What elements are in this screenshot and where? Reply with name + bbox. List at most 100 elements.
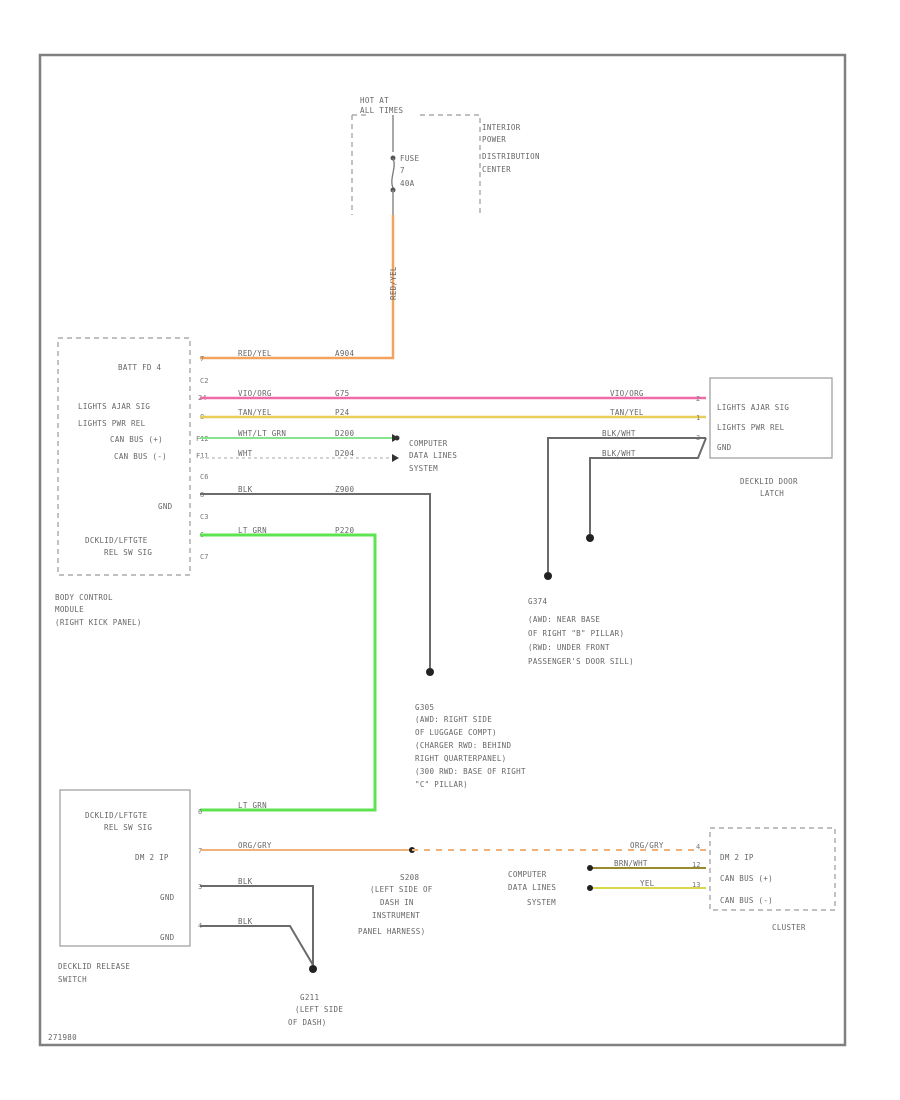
wire-vio-org-circuit: G75	[335, 389, 349, 398]
wire-blk-wht-latch: BLK/WHT BLK/WHT	[544, 429, 707, 580]
bcm-connector-c2: C2	[200, 377, 208, 385]
g374-line-5: PASSENGER'S DOOR SILL)	[528, 657, 634, 666]
wire-lt-grn-circuit: P220	[335, 526, 354, 535]
g374-line-4: (RWD: UNDER FRONT	[528, 643, 610, 652]
wire-tan-yel-label: TAN/YEL	[238, 408, 272, 417]
cluster-pin-dm2: DM 2 IP	[720, 853, 754, 862]
latch-pin-num-2: 1	[696, 414, 700, 422]
g305-ground-label: G305 (AWD: RIGHT SIDE OF LUGGAGE COMPT) …	[415, 703, 526, 789]
bcm-connector-c7: C7	[200, 553, 208, 561]
g305-line-6: (300 RWD: BASE OF RIGHT	[415, 767, 526, 776]
bcm-pin-can-plus: CAN BUS (+)	[110, 435, 163, 444]
s208-line-1: S208	[400, 873, 419, 882]
wire-lt-grn-switch-label: LT GRN	[238, 801, 267, 810]
bcm-name-2: MODULE	[55, 605, 84, 614]
latch-pin-gnd: GND	[717, 443, 732, 452]
bcm-name-1: BODY CONTROL	[55, 593, 113, 602]
bcm-pin-lights-ajar: LIGHTS AJAR SIG	[78, 402, 150, 411]
latch-pin-lights-pwr: LIGHTS PWR REL	[717, 423, 785, 432]
wire-vio-org-latch-label: VIO/ORG	[610, 389, 644, 398]
g305-line-5: RIGHT QUARTERPANEL)	[415, 754, 507, 763]
s208-line-4: INSTRUMENT	[372, 911, 420, 920]
bcm-connector-c6: C6	[200, 473, 208, 481]
s208-line-3: DASH IN	[380, 898, 414, 907]
wire-blk-label: BLK	[238, 485, 253, 494]
wire-yel-label: YEL	[640, 879, 655, 888]
g305-line-4: (CHARGER RWD: BEHIND	[415, 741, 511, 750]
cluster-name: CLUSTER	[772, 923, 806, 932]
wire-blk-wht-label-2: BLK/WHT	[602, 449, 636, 458]
wire-lt-grn: LT GRN P220 LT GRN	[200, 526, 377, 812]
bcm-pin-lights-pwr: LIGHTS PWR REL	[78, 419, 146, 428]
switch-pin-gnd-1: GND	[160, 893, 175, 902]
bcm-connector-c3: C3	[200, 513, 208, 521]
fuse-number: 7	[400, 166, 405, 175]
switch-pin-release-2: REL SW SIG	[104, 823, 152, 832]
latch-pin-lights-ajar: LIGHTS AJAR SIG	[717, 403, 789, 412]
cdl2-line-3: SYSTEM	[527, 898, 556, 907]
g374-line-3: OF RIGHT "B" PILLAR)	[528, 629, 624, 638]
fuse-label: FUSE	[400, 154, 419, 163]
wire-vio-org-label: VIO/ORG	[238, 389, 272, 398]
ground-icon	[426, 668, 434, 676]
ipdc-label-1: INTERIOR	[482, 123, 521, 132]
hot-label-2: ALL TIMES	[360, 106, 404, 115]
g374-line-2: (AWD: NEAR BASE	[528, 615, 600, 624]
wire-wht-lt-grn-circuit: D200	[335, 429, 354, 438]
wire-blk-switch-label-1: BLK	[238, 877, 253, 886]
wire-org-gry-cluster-label: ORG/GRY	[630, 841, 664, 850]
g374-line-1: G374	[528, 597, 547, 606]
wire-lt-grn-label: LT GRN	[238, 526, 267, 535]
wire-wht-circuit: D204	[335, 449, 354, 458]
switch-pin-gnd-2: GND	[160, 933, 175, 942]
decklid-door-latch: LIGHTS AJAR SIG LIGHTS PWR REL GND 2 1 3…	[696, 377, 833, 498]
wire-yel: YEL	[587, 879, 706, 891]
cluster-pin-num-2: 12	[692, 861, 700, 869]
g374-ground-label: G374 (AWD: NEAR BASE OF RIGHT "B" PILLAR…	[528, 597, 634, 666]
cdl1-line-3: SYSTEM	[409, 464, 438, 473]
g305-line-7: "C" PILLAR)	[415, 780, 468, 789]
wire-vio-org: VIO/ORG G75 VIO/ORG	[200, 389, 706, 400]
latch-name-1: DECKLID DOOR	[740, 477, 798, 486]
switch-pin-dm2: DM 2 IP	[135, 853, 169, 862]
switch-name-1: DECKLID RELEASE	[58, 962, 130, 971]
wire-blk-g211: BLK BLK	[200, 877, 317, 973]
bcm-pin-batt: BATT FD 4	[118, 363, 162, 372]
switch-pin-release-1: DCKLID/LFTGTE	[85, 811, 148, 820]
wire-blk-switch-label-2: BLK	[238, 917, 253, 926]
ground-icon	[544, 572, 552, 580]
wire-brn-wht-label: BRN/WHT	[614, 859, 648, 868]
bcm-pin-num-5: F11	[196, 452, 209, 460]
cdl1-line-2: DATA LINES	[409, 451, 457, 460]
wire-red-yel-label: RED/YEL	[238, 349, 272, 358]
g305-line-3: OF LUGGAGE COMPT)	[415, 728, 497, 737]
wire-red-yel-circuit: A904	[335, 349, 354, 358]
cdl1-line-1: COMPUTER	[409, 439, 448, 448]
arrow-icon	[392, 454, 399, 462]
bcm-name-3: (RIGHT KICK PANEL)	[55, 618, 142, 627]
computer-data-lines-2: COMPUTER DATA LINES SYSTEM	[508, 870, 556, 907]
bcm-pin-release-2: REL SW SIG	[104, 548, 152, 557]
cdl2-line-1: COMPUTER	[508, 870, 547, 879]
g211-ground-label: G211 (LEFT SIDE OF DASH)	[288, 993, 343, 1027]
hot-label-1: HOT AT	[360, 96, 389, 105]
instrument-cluster: DM 2 IP CAN BUS (+) CAN BUS (-) 4 12 13 …	[692, 827, 836, 932]
g305-line-1: G305	[415, 703, 434, 712]
cluster-pin-num-3: 13	[692, 881, 700, 889]
wire-wht-lt-grn-label: WHT/LT GRN	[238, 429, 286, 438]
ipdc-label-3: DISTRIBUTION	[482, 152, 540, 161]
ground-icon	[586, 534, 594, 542]
g305-line-2: (AWD: RIGHT SIDE	[415, 715, 492, 724]
wire-red-yel: RED/YEL RED/YEL A904	[200, 215, 398, 360]
bcm-pin-gnd: GND	[158, 502, 173, 511]
g211-line-2: (LEFT SIDE	[295, 1005, 343, 1014]
wire-blk-circuit: Z900	[335, 485, 354, 494]
decklid-release-switch: DCKLID/LFTGTE REL SW SIG DM 2 IP GND GND…	[58, 789, 202, 984]
diagram-footer-id: 271980	[48, 1033, 77, 1042]
latch-pin-num-1: 2	[696, 395, 700, 403]
wire-org-gry: ORG/GRY ORG/GRY	[200, 841, 706, 853]
wire-blk-g305: BLK Z900	[200, 485, 434, 676]
latch-name-2: LATCH	[760, 489, 784, 498]
computer-data-lines-1: COMPUTER DATA LINES SYSTEM	[409, 439, 457, 473]
